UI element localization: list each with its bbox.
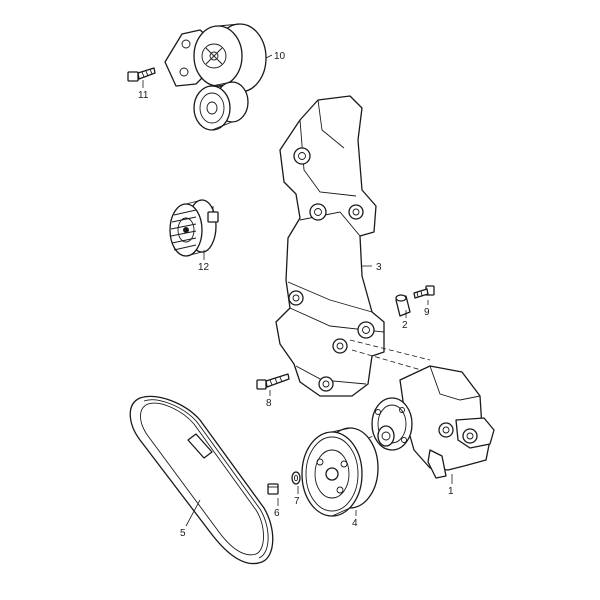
belt-tensioner[interactable] — [164, 23, 267, 131]
callout-5: 5 — [180, 528, 186, 539]
callout-labels: 1 2 3 4 5 6 7 8 9 10 11 12 — [138, 51, 454, 539]
pump-pulley[interactable] — [301, 427, 379, 517]
washer[interactable] — [291, 471, 301, 485]
callout-6: 6 — [274, 508, 280, 519]
power-steering-pump[interactable] — [371, 365, 495, 479]
mounting-bracket[interactable] — [275, 95, 385, 397]
idler-pulley[interactable] — [169, 199, 219, 257]
callout-2: 2 — [402, 320, 408, 331]
callout-1: 1 — [448, 486, 454, 497]
pulley-bolt[interactable] — [267, 483, 279, 495]
callout-9: 9 — [424, 307, 430, 318]
callout-10: 10 — [274, 51, 286, 62]
callout-4: 4 — [352, 518, 358, 529]
callout-11: 11 — [138, 90, 149, 101]
spacer-sleeve[interactable] — [395, 294, 411, 317]
ribbed-v-belt[interactable] — [129, 395, 274, 565]
leader-lines — [142, 54, 453, 527]
callout-3: 3 — [376, 262, 382, 273]
callout-12: 12 — [198, 262, 210, 273]
bracket-bolt-9[interactable] — [413, 285, 435, 299]
callout-8: 8 — [266, 398, 272, 409]
callout-7: 7 — [294, 496, 300, 507]
bracket-bolt-8[interactable] — [256, 373, 290, 390]
tensioner-bolt[interactable] — [127, 67, 156, 82]
